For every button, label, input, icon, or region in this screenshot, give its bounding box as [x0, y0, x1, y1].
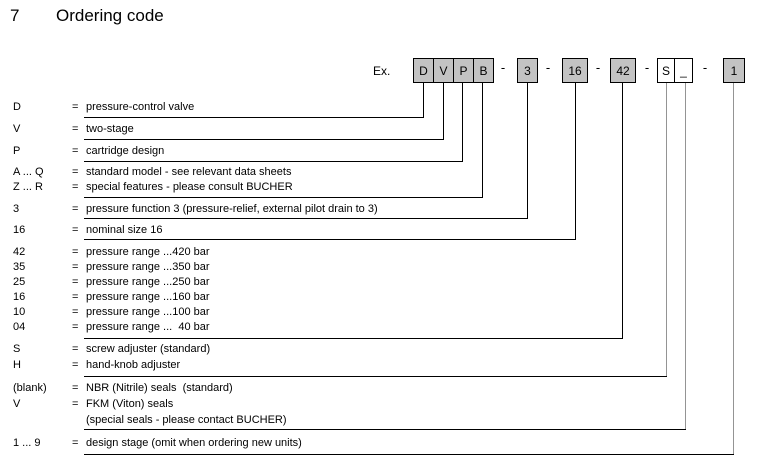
legend-description: pressure-control valve [86, 101, 195, 113]
legend-code: P [13, 145, 21, 157]
equals-sign: = [72, 166, 79, 178]
legend-underline [84, 197, 483, 198]
legend-description: screw adjuster (standard) [86, 343, 211, 355]
section-number: 7 [10, 6, 20, 25]
legend-underline [84, 376, 667, 377]
example-code-box: _ [674, 58, 693, 83]
legend-code: 04 [13, 321, 26, 333]
legend-description: pressure range ...100 bar [86, 306, 210, 318]
legend-code: A ... Q [13, 166, 44, 178]
connector-line [482, 83, 483, 197]
example-code-box: D [413, 58, 434, 83]
legend-description: two-stage [86, 123, 134, 135]
equals-sign: = [72, 321, 79, 333]
legend-description: pressure range ...160 bar [86, 291, 210, 303]
legend-description: pressure range ...350 bar [86, 261, 210, 273]
equals-sign: = [72, 246, 79, 258]
equals-sign: = [72, 123, 79, 135]
separator-dash: - [644, 60, 650, 75]
legend-code: D [13, 101, 21, 113]
connector-line [622, 83, 623, 338]
legend-code: Z ... R [13, 181, 43, 193]
legend-code: 16 [13, 224, 26, 236]
legend-code: 10 [13, 306, 26, 318]
equals-sign: = [72, 343, 79, 355]
example-code-box: P [453, 58, 474, 83]
equals-sign: = [72, 224, 79, 236]
legend-description: pressure range ...250 bar [86, 276, 210, 288]
example-code-box: B [473, 58, 494, 83]
separator-dash: - [595, 60, 601, 75]
legend-code: 25 [13, 276, 26, 288]
equals-sign: = [72, 437, 79, 449]
legend-underline [84, 454, 734, 455]
legend-code: 1 ... 9 [13, 437, 41, 449]
example-code-box: 42 [610, 58, 636, 83]
legend-code: 42 [13, 246, 26, 258]
equals-sign: = [72, 261, 79, 273]
legend-code: (blank) [13, 382, 47, 394]
example-code-box: V [433, 58, 454, 83]
legend-code: 35 [13, 261, 26, 273]
equals-sign: = [72, 203, 79, 215]
equals-sign: = [72, 181, 79, 193]
legend-underline [84, 117, 424, 118]
separator-dash: - [545, 60, 551, 75]
legend-description: nominal size 16 [86, 224, 163, 236]
page-title: Ordering code [56, 6, 164, 25]
connector-line [575, 83, 576, 239]
legend-code: S [13, 343, 21, 355]
separator-dash: - [702, 60, 708, 75]
connector-line [666, 83, 667, 376]
legend-description: design stage (omit when ordering new uni… [86, 437, 302, 449]
legend-description: (special seals - please contact BUCHER) [86, 414, 287, 426]
connector-line [462, 83, 463, 161]
legend-code: 16 [13, 291, 26, 303]
connector-line [733, 83, 734, 454]
example-code-box: 16 [562, 58, 588, 83]
equals-sign: = [72, 291, 79, 303]
connector-line [685, 83, 686, 429]
legend-description: FKM (Viton) seals [86, 398, 174, 410]
legend-code: V [13, 123, 21, 135]
legend-underline [84, 338, 623, 339]
equals-sign: = [72, 382, 79, 394]
connector-line [423, 83, 424, 117]
example-code-box: 1 [723, 58, 745, 83]
legend-description: pressure function 3 (pressure-relief, ex… [86, 203, 378, 215]
equals-sign: = [72, 306, 79, 318]
equals-sign: = [72, 398, 79, 410]
connector-line [527, 83, 528, 218]
legend-code: 3 [13, 203, 20, 215]
legend-description: hand-knob adjuster [86, 359, 181, 371]
equals-sign: = [72, 359, 79, 371]
legend-underline [84, 218, 528, 219]
legend-description: special features - please consult BUCHER [86, 181, 293, 193]
legend-description: pressure range ...420 bar [86, 246, 210, 258]
legend-underline [84, 239, 576, 240]
equals-sign: = [72, 101, 79, 113]
legend-underline [84, 161, 463, 162]
legend-description: standard model - see relevant data sheet… [86, 166, 292, 178]
example-code-box: S [657, 58, 675, 83]
legend-code: H [13, 359, 21, 371]
connector-line [443, 83, 444, 139]
legend-underline [84, 139, 444, 140]
legend-description: NBR (Nitrile) seals (standard) [86, 382, 233, 394]
legend-code: V [13, 398, 21, 410]
example-label: Ex. [373, 64, 391, 78]
legend-description: pressure range ... 40 bar [86, 321, 210, 333]
legend-description: cartridge design [86, 145, 165, 157]
equals-sign: = [72, 145, 79, 157]
equals-sign: = [72, 276, 79, 288]
separator-dash: - [500, 60, 506, 75]
legend-underline [84, 429, 686, 430]
example-code-box: 3 [517, 58, 538, 83]
